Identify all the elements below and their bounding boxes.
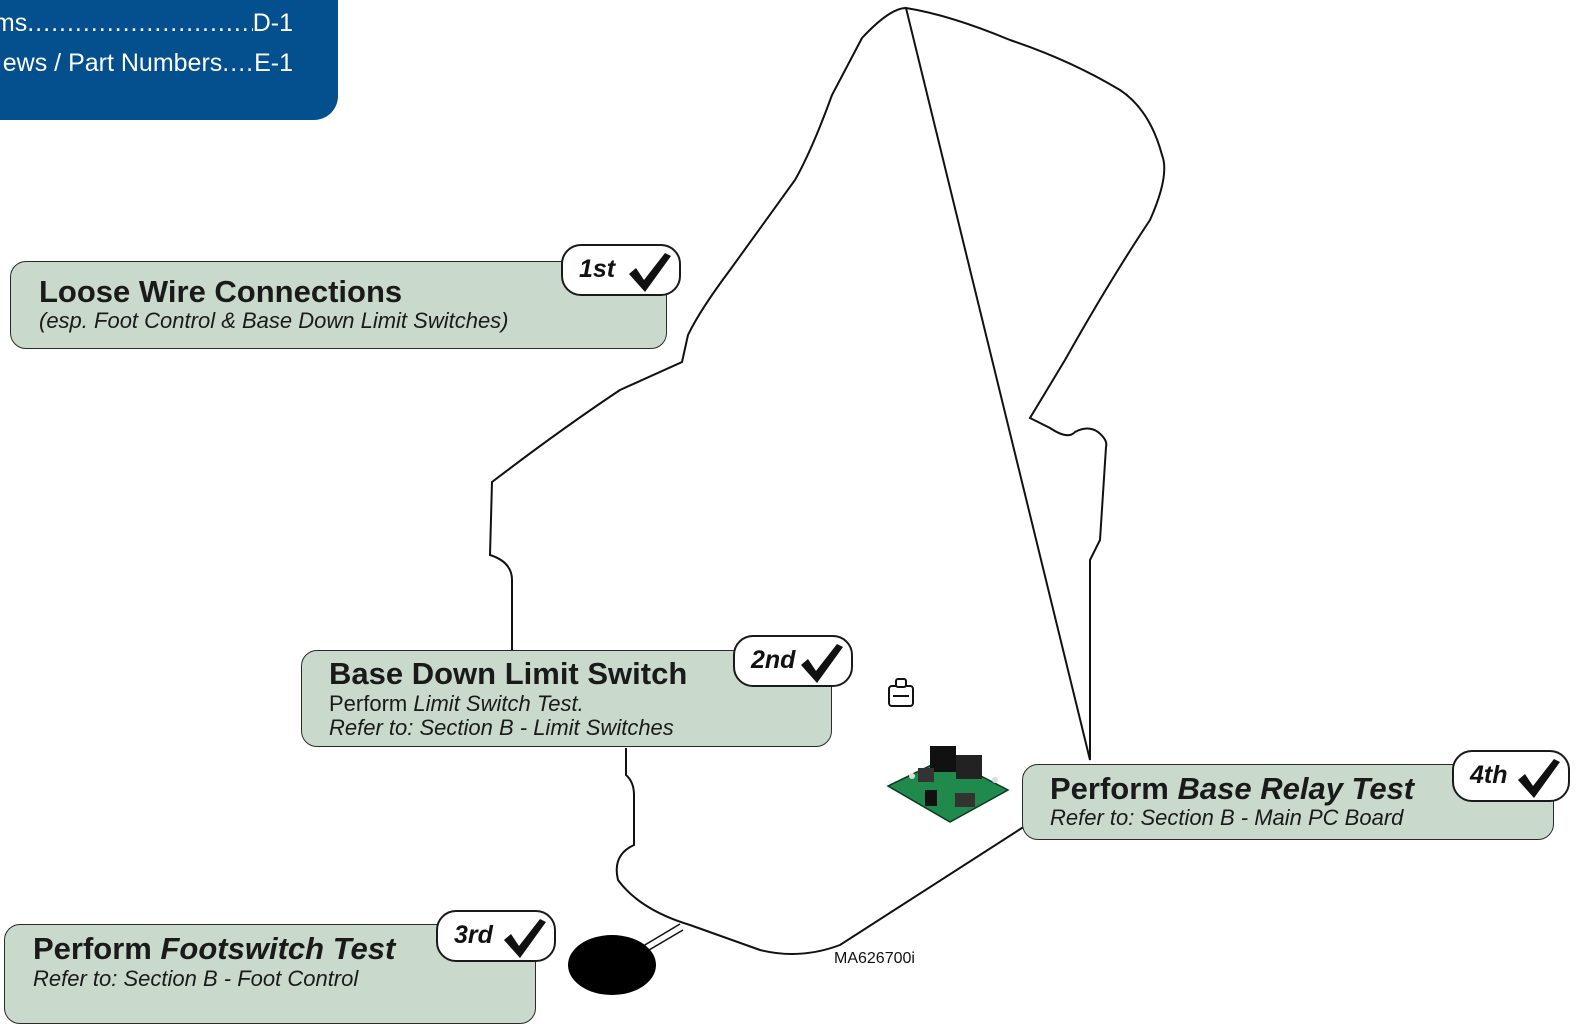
- step-3-ordinal: 3rd: [454, 921, 493, 949]
- step-3-title-prefix: Perform: [33, 931, 161, 966]
- drawing-code: MA626700i: [834, 950, 915, 967]
- toc-leader-dots: ..............................: [27, 8, 253, 37]
- toc-entry[interactable]: ams .............................. D-1: [0, 8, 293, 38]
- step-2-detail: Perform Limit Switch Test.: [329, 691, 584, 717]
- step-3-badge: 3rd: [436, 910, 556, 962]
- step-2-badge: 2nd: [733, 635, 853, 687]
- step-1-callout: Loose Wire Connections (esp. Foot Contro…: [10, 261, 667, 349]
- step-2-title: Base Down Limit Switch: [329, 656, 688, 691]
- checkmark-icon: [629, 253, 671, 292]
- toc-entry-page: D-1: [252, 8, 293, 37]
- step-1-badge: 1st: [561, 244, 681, 296]
- step-3-title-test: Footswitch Test: [160, 931, 396, 966]
- step-4-title-prefix: Perform: [1050, 771, 1178, 806]
- step-4-title-test: Base Relay Test: [1177, 771, 1415, 806]
- toc-entry-title: ews / Part Numbers: [2, 48, 223, 77]
- step-2-detail-prefix: Perform: [329, 691, 414, 716]
- checkmark-icon: [801, 644, 843, 683]
- step-3-reference: Refer to: Section B - Foot Control: [33, 966, 359, 991]
- checkmark-icon: [1518, 759, 1560, 798]
- toc-entry-title: ams: [0, 8, 28, 37]
- step-4-ordinal: 4th: [1470, 761, 1508, 789]
- step-2-detail-test: Limit Switch Test.: [413, 691, 584, 716]
- toc-entry[interactable]: ews / Part Numbers .... E-1: [0, 48, 293, 78]
- table-of-contents-tab: ams .............................. D-1 e…: [0, 0, 338, 120]
- chair-base-outline: [488, 6, 1166, 955]
- step-2-ordinal: 2nd: [751, 646, 796, 674]
- step-3-title: Perform Footswitch Test: [33, 931, 395, 967]
- toc-leader-dots: ....: [222, 48, 255, 77]
- step-2-reference: Refer to: Section B - Limit Switches: [329, 715, 674, 740]
- step-1-title: Loose Wire Connections: [39, 274, 403, 309]
- checkmark-icon: [504, 919, 546, 958]
- toc-entry-page: E-1: [254, 48, 293, 77]
- step-4-title: Perform Base Relay Test: [1050, 771, 1414, 807]
- step-1-detail: (esp. Foot Control & Base Down Limit Swi…: [39, 308, 509, 333]
- limit-switch-icon: [888, 678, 914, 707]
- footswitch: [568, 935, 656, 995]
- main-pc-board-icon: [886, 746, 1010, 823]
- step-1-ordinal: 1st: [579, 255, 616, 283]
- step-4-reference: Refer to: Section B - Main PC Board: [1050, 805, 1404, 830]
- step-4-badge: 4th: [1452, 750, 1570, 802]
